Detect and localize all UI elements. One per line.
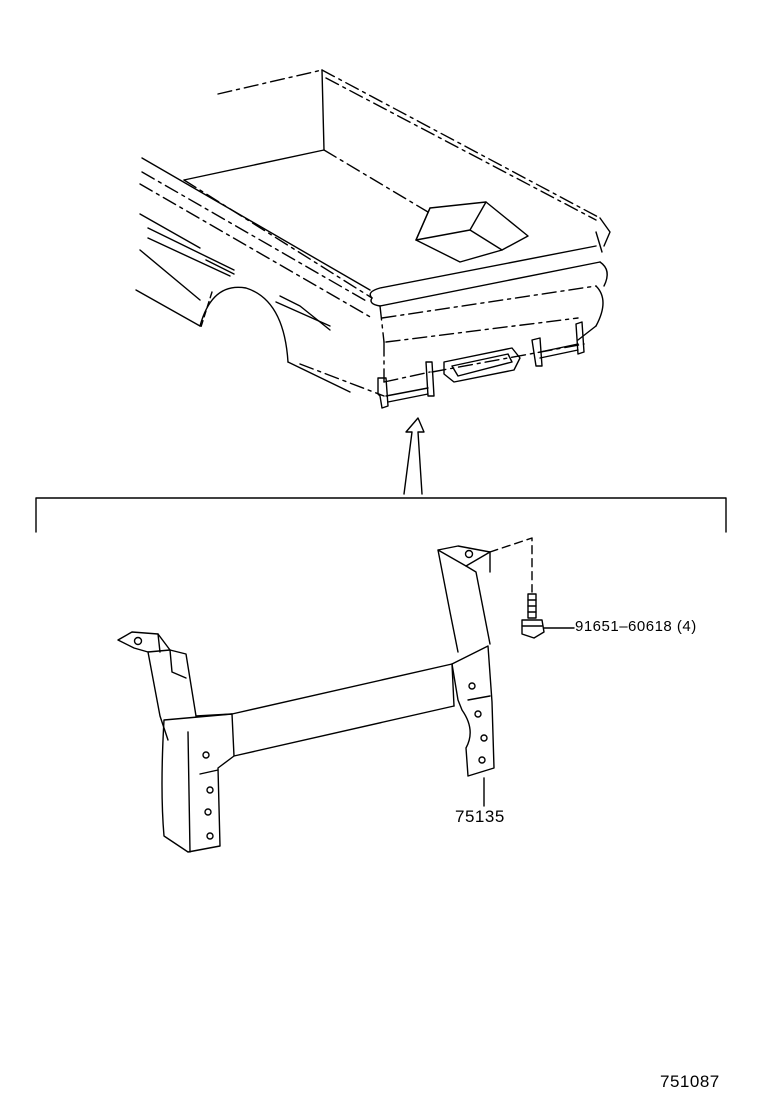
bracket-part-number: 75135 [455, 807, 505, 826]
bumper-bracket-illustration [117, 545, 495, 853]
group-divider [35, 497, 727, 533]
figure-id: 751087 [660, 1072, 720, 1091]
flange-bolt-illustration [489, 537, 575, 639]
truck-bed-illustration [135, 69, 611, 495]
bolt-part-number: 91651–60618 (4) [575, 618, 697, 635]
